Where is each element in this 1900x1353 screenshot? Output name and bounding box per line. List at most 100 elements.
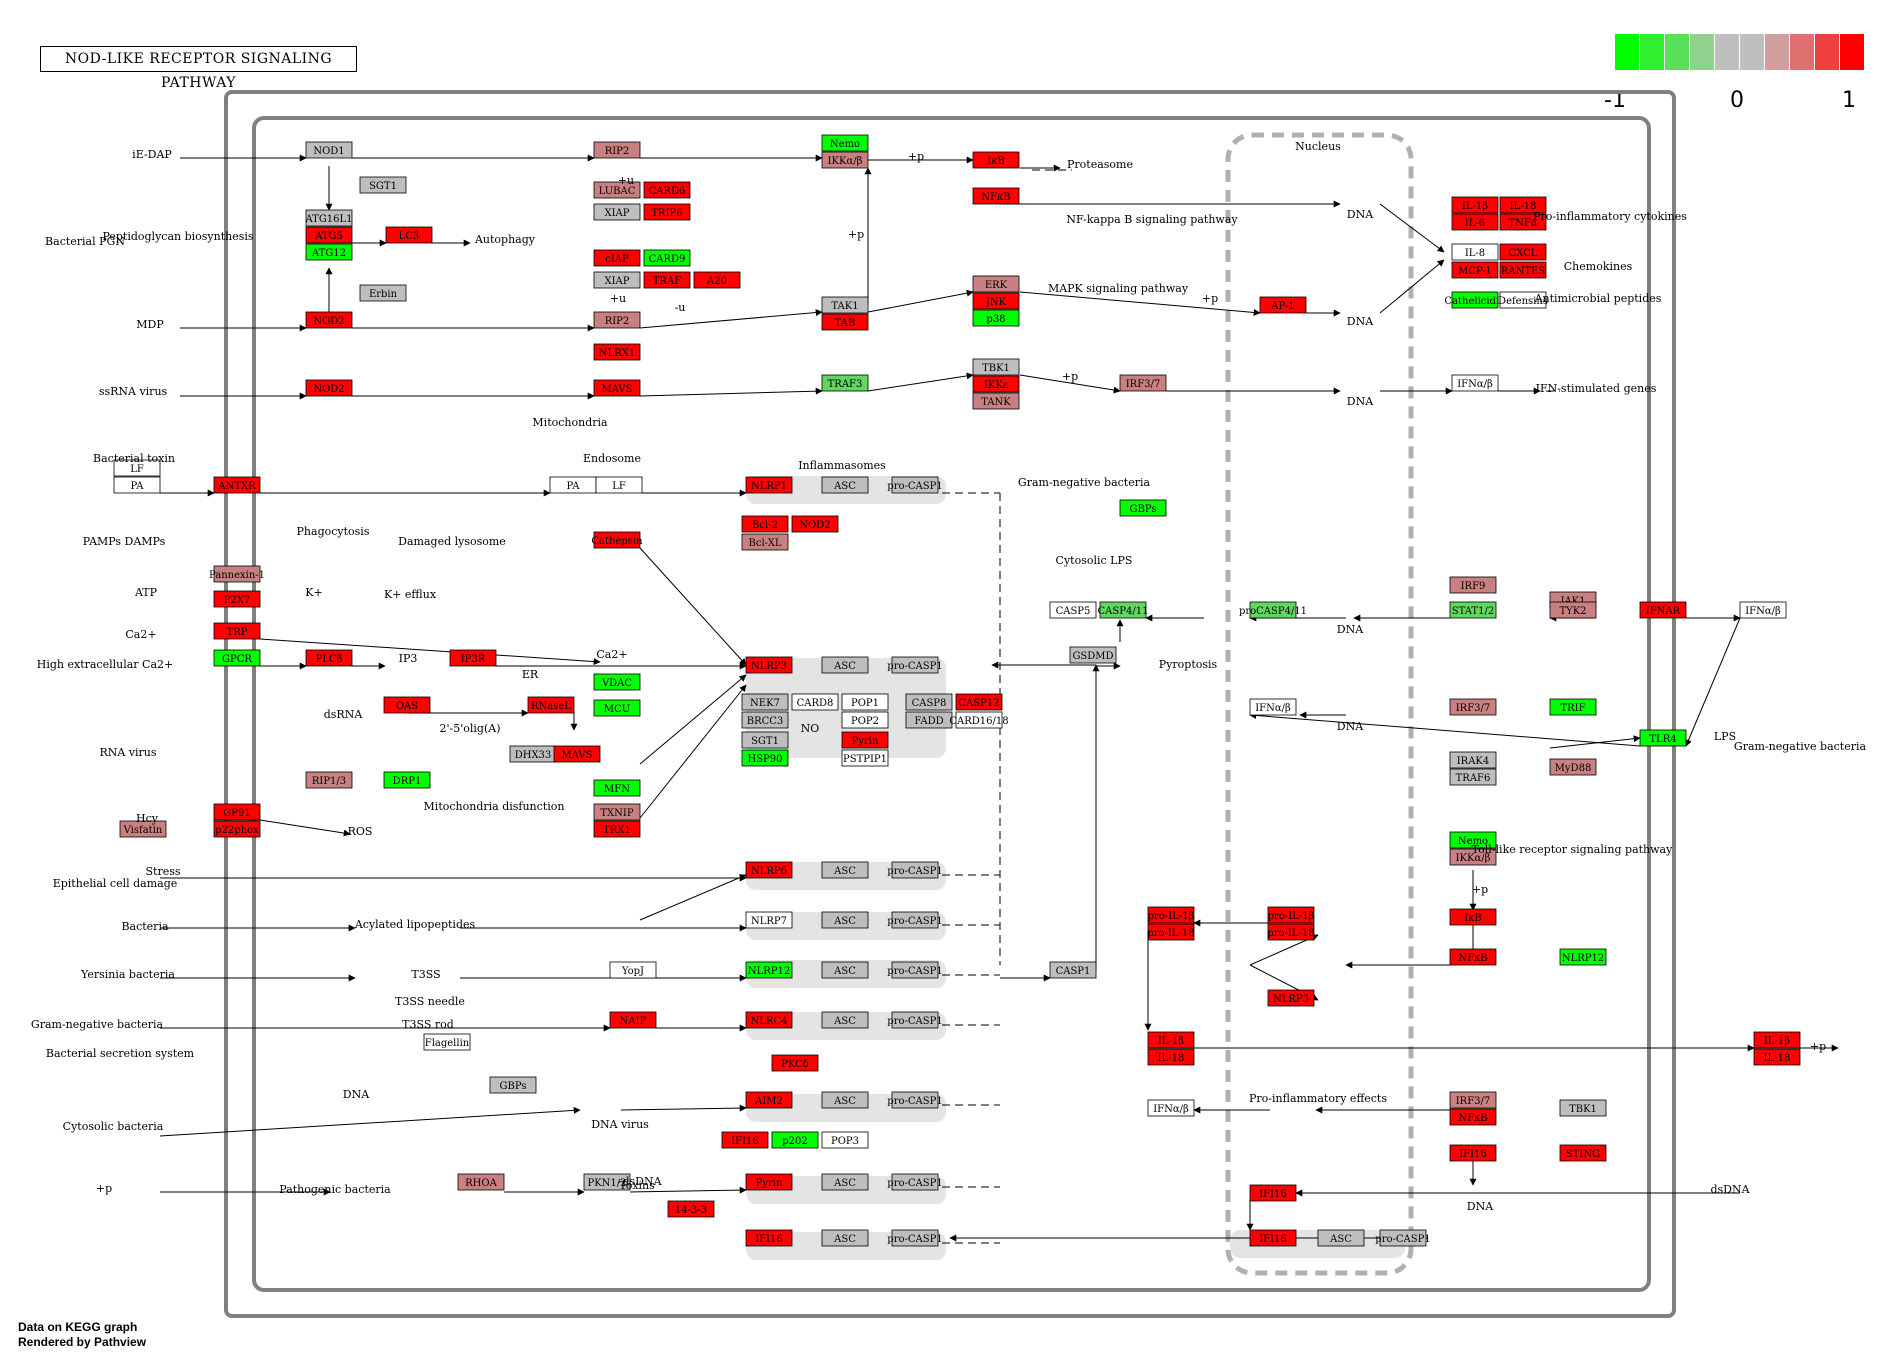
gene-node[interactable]: AP-1 bbox=[1259, 296, 1307, 314]
gene-node[interactable]: VDAC bbox=[593, 673, 641, 691]
gene-node[interactable]: TNFα bbox=[1499, 213, 1547, 231]
gene-node[interactable]: NOD2 bbox=[305, 311, 353, 329]
gene-node[interactable]: TBK1 bbox=[1559, 1099, 1607, 1117]
gene-node[interactable]: NLRP6 bbox=[745, 861, 793, 879]
gene-node[interactable]: IL-18 bbox=[1499, 196, 1547, 214]
gene-node[interactable]: NOD2 bbox=[791, 515, 839, 533]
gene-node[interactable]: IκB bbox=[1449, 908, 1497, 926]
gene-node[interactable]: ANTXR bbox=[213, 476, 261, 494]
gene-node[interactable]: ASC bbox=[821, 656, 869, 674]
gene-node[interactable]: IRF3/7 bbox=[1119, 374, 1167, 392]
gene-node[interactable]: pro-CASP1 bbox=[1375, 1229, 1431, 1247]
gene-node[interactable]: CARD16/18 bbox=[949, 711, 1009, 729]
gene-node[interactable]: ATG5 bbox=[305, 226, 353, 244]
gene-node[interactable]: IL-1β bbox=[1753, 1031, 1801, 1049]
gene-node[interactable]: A20 bbox=[693, 271, 741, 289]
gene-node[interactable]: pro-CASP1 bbox=[887, 1173, 943, 1191]
gene-node[interactable]: MyD88 bbox=[1549, 758, 1597, 776]
gene-node[interactable]: TAB bbox=[821, 313, 869, 331]
gene-node[interactable]: Bcl-2 bbox=[741, 515, 789, 533]
gene-node[interactable]: IRF3/7 bbox=[1449, 1091, 1497, 1109]
gene-node[interactable]: p202 bbox=[771, 1131, 819, 1149]
gene-node[interactable]: GSDMD bbox=[1069, 646, 1117, 664]
gene-node[interactable]: XIAP bbox=[593, 271, 641, 289]
gene-node[interactable]: IFNα/β bbox=[1249, 698, 1297, 716]
gene-node[interactable]: IFNAR bbox=[1639, 601, 1687, 619]
gene-node[interactable]: STING bbox=[1559, 1144, 1607, 1162]
gene-node[interactable]: DHX33 bbox=[509, 745, 557, 763]
gene-node[interactable]: JNK bbox=[972, 292, 1020, 310]
gene-node[interactable]: NLRP12 bbox=[745, 961, 793, 979]
gene-node[interactable]: CARD9 bbox=[643, 249, 691, 267]
gene-node[interactable]: pro-IL-18 bbox=[1267, 923, 1315, 941]
gene-node[interactable]: Bcl-XL bbox=[741, 533, 789, 551]
gene-node[interactable]: cIAP bbox=[593, 249, 641, 267]
gene-node[interactable]: ASC bbox=[821, 1091, 869, 1109]
gene-node[interactable]: MCU bbox=[593, 699, 641, 717]
gene-node[interactable]: Cathepsin bbox=[591, 531, 643, 549]
gene-node[interactable]: pro-CASP1 bbox=[887, 861, 943, 879]
gene-node[interactable]: IL-1β bbox=[1451, 196, 1499, 214]
gene-node[interactable]: proCASP4/11 bbox=[1239, 601, 1307, 619]
gene-node[interactable]: YopJ bbox=[609, 961, 657, 979]
gene-node[interactable]: IKKε bbox=[972, 375, 1020, 393]
gene-node[interactable]: RANTES bbox=[1499, 261, 1547, 279]
gene-node[interactable]: Pannexin-1 bbox=[209, 565, 265, 583]
gene-node[interactable]: ATG16L1 bbox=[304, 209, 353, 227]
gene-node[interactable]: RIP2 bbox=[593, 311, 641, 329]
gene-node[interactable]: ASC bbox=[821, 1229, 869, 1247]
gene-node[interactable]: PKN1/2 bbox=[583, 1173, 631, 1191]
gene-node[interactable]: CARD6 bbox=[643, 181, 691, 199]
gene-node[interactable]: HSP90 bbox=[741, 749, 789, 767]
gene-node[interactable]: PKCδ bbox=[771, 1054, 819, 1072]
gene-node[interactable]: Defensins bbox=[1498, 291, 1548, 309]
gene-node[interactable]: IFNα/β bbox=[1451, 374, 1499, 392]
gene-node[interactable]: LUBAC bbox=[593, 181, 641, 199]
gene-node[interactable]: Erbin bbox=[359, 284, 407, 302]
gene-node[interactable]: IRF3/7 bbox=[1449, 698, 1497, 716]
gene-node[interactable]: CASP8 bbox=[905, 693, 953, 711]
gene-node[interactable]: ATG12 bbox=[305, 243, 353, 261]
gene-node[interactable]: TRIP6 bbox=[643, 203, 691, 221]
gene-node[interactable]: Flagellin bbox=[423, 1033, 471, 1051]
gene-node[interactable]: Visfatin bbox=[119, 820, 167, 838]
gene-node[interactable]: TRP bbox=[213, 622, 261, 640]
gene-node[interactable]: p38 bbox=[972, 309, 1020, 327]
gene-node[interactable]: pro-CASP1 bbox=[887, 1229, 943, 1247]
gene-node[interactable]: IL-1β bbox=[1147, 1031, 1195, 1049]
gene-node[interactable]: NFκB bbox=[972, 187, 1020, 205]
gene-node[interactable]: IRAK4 bbox=[1449, 751, 1497, 769]
gene-node[interactable]: LF bbox=[113, 459, 161, 477]
gene-node[interactable]: pro-CASP1 bbox=[887, 1091, 943, 1109]
gene-node[interactable]: NEK7 bbox=[741, 693, 789, 711]
gene-node[interactable]: Cathelicidin bbox=[1444, 291, 1506, 309]
gene-node[interactable]: NAIP bbox=[609, 1011, 657, 1029]
gene-node[interactable]: TBK1 bbox=[972, 358, 1020, 376]
gene-node[interactable]: NLRP3 bbox=[1267, 989, 1315, 1007]
gene-node[interactable]: MAVS bbox=[553, 745, 601, 763]
gene-node[interactable]: BRCC3 bbox=[741, 711, 789, 729]
gene-node[interactable]: TRAF6 bbox=[1449, 768, 1497, 786]
gene-node[interactable]: FADD bbox=[905, 711, 953, 729]
gene-node[interactable]: 14-3-3 bbox=[667, 1200, 715, 1218]
gene-node[interactable]: ASC bbox=[1317, 1229, 1365, 1247]
gene-node[interactable]: RHOA bbox=[457, 1173, 505, 1191]
gene-node[interactable]: IL-6 bbox=[1451, 213, 1499, 231]
gene-node[interactable]: XIAP bbox=[593, 203, 641, 221]
gene-node[interactable]: IKKα/β bbox=[821, 151, 869, 169]
gene-node[interactable]: LC3 bbox=[385, 226, 433, 244]
gene-node[interactable]: NFκB bbox=[1449, 948, 1497, 966]
gene-node[interactable]: CASP1 bbox=[1049, 961, 1097, 979]
gene-node[interactable]: IFNα/β bbox=[1147, 1099, 1195, 1117]
gene-node[interactable]: TRAF3 bbox=[821, 374, 869, 392]
gene-node[interactable]: NOD1 bbox=[305, 141, 353, 159]
gene-node[interactable]: ERK bbox=[972, 275, 1020, 293]
gene-node[interactable]: pro-CASP1 bbox=[887, 1011, 943, 1029]
gene-node[interactable]: ASC bbox=[821, 911, 869, 929]
gene-node[interactable]: CASP12 bbox=[955, 693, 1003, 711]
gene-node[interactable]: pro-CASP1 bbox=[887, 911, 943, 929]
gene-node[interactable]: ASC bbox=[821, 476, 869, 494]
gene-node[interactable]: pro-CASP1 bbox=[887, 476, 943, 494]
gene-node[interactable]: MCP-1 bbox=[1451, 261, 1499, 279]
gene-node[interactable]: pro-CASP1 bbox=[887, 961, 943, 979]
